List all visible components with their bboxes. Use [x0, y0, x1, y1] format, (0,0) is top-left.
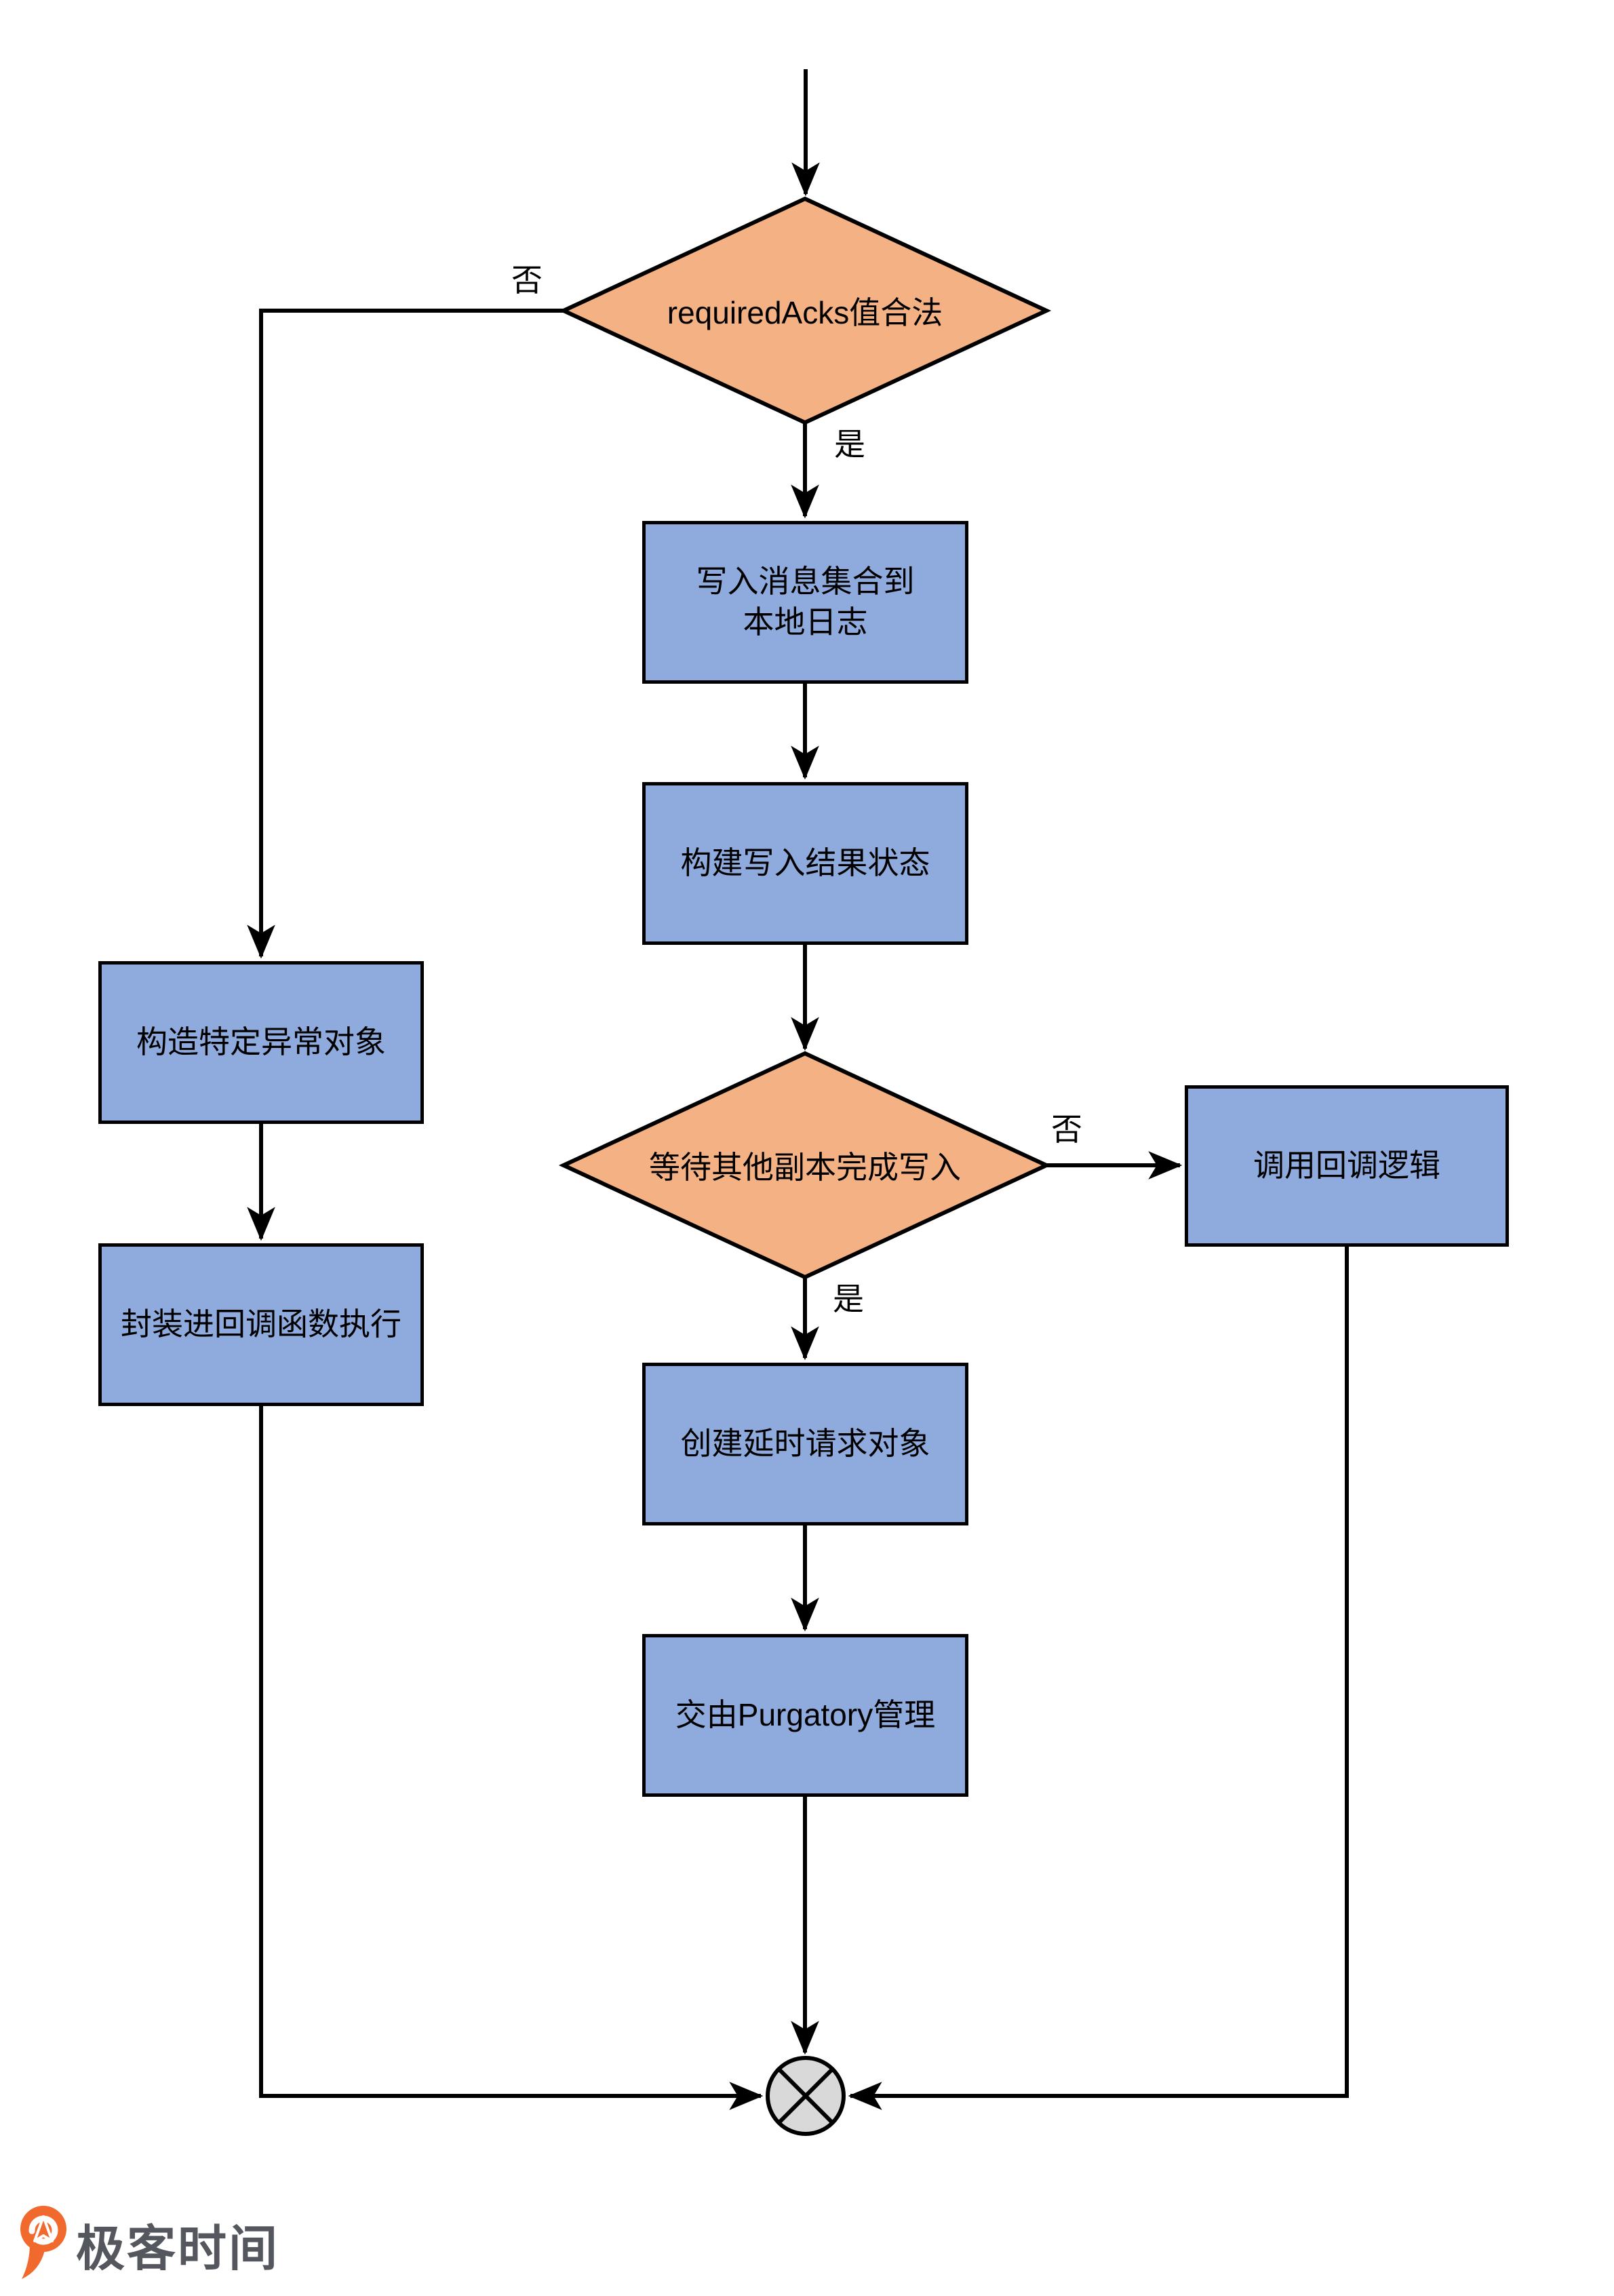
- process-box-create-delayed: 创建延时请求对象: [642, 1363, 968, 1525]
- edge-decision1-no: [247, 309, 564, 959]
- edge-wrap-to-end: [259, 1406, 764, 2110]
- geektime-logo: 极客时间: [20, 2206, 279, 2282]
- edge-label-decision1-no: 否: [511, 262, 543, 298]
- decision-label-required-acks: requiredAcks值合法: [667, 295, 943, 330]
- edge-callback-to-end: [848, 1247, 1349, 2110]
- decision-label-wait-replicas: 等待其他副本完成写入: [649, 1150, 961, 1185]
- process-box-build-exception: 构造特定异常对象: [98, 961, 424, 1124]
- process-box-wrap-callback: 封装进回调函数执行: [98, 1243, 424, 1406]
- process-box-build-result: 构建写入结果状态: [642, 782, 968, 945]
- edge-label-decision1-yes: 是: [834, 427, 865, 462]
- end-node-x-stroke-2: [777, 2067, 834, 2124]
- decision-diamond-required-acks: [558, 196, 1052, 425]
- geektime-logo-text: 极客时间: [76, 2221, 280, 2276]
- process-box-invoke-callback: 调用回调逻辑: [1185, 1085, 1509, 1247]
- edge-label-decision2-no: 否: [1051, 1112, 1082, 1147]
- edge-label-decision2-yes: 是: [833, 1281, 864, 1317]
- geektime-logo-icon: [20, 2206, 66, 2279]
- process-box-purgatory: 交由Purgatory管理: [642, 1634, 968, 1797]
- decision-diamond-wait-replicas: [558, 1051, 1052, 1280]
- process-box-write-local-log: 写入消息集合到 本地日志: [642, 521, 968, 684]
